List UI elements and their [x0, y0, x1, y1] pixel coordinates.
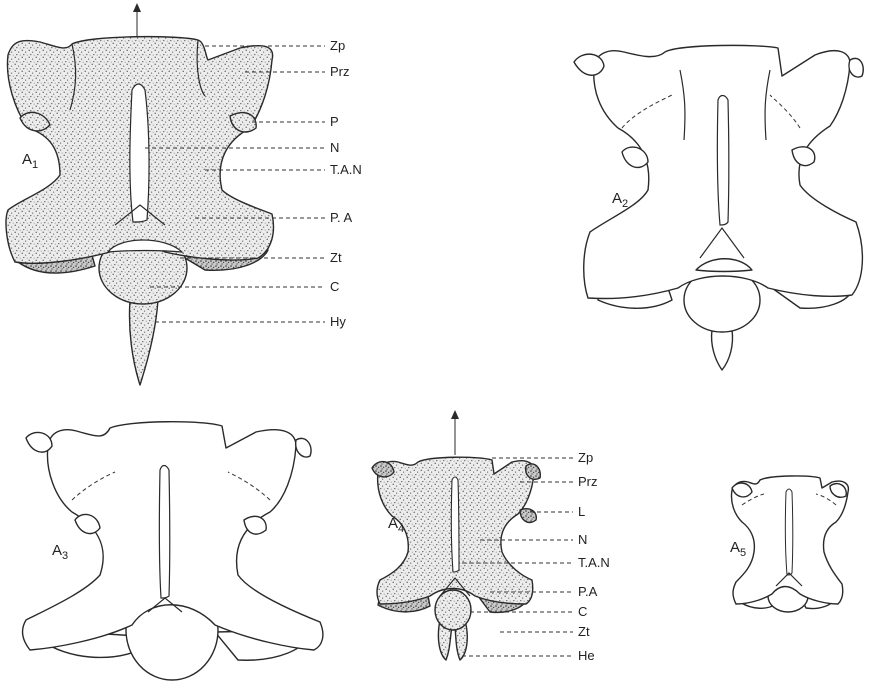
label-c-a4: C: [578, 604, 587, 619]
hypapophysis-a1: [129, 300, 158, 385]
neural-spine-a5: [785, 489, 792, 575]
prezyg-left-a3: [26, 432, 52, 452]
arrowhead-a4: [451, 410, 459, 419]
prezyg-right-a3: [296, 438, 311, 457]
hypapophysis-a2: [712, 330, 733, 370]
label-l-a4: L: [578, 504, 585, 519]
label-tan-a1: T.A.N: [330, 162, 362, 177]
label-zp-a4: Zp: [578, 450, 593, 465]
panel-a5: A5: [730, 476, 848, 612]
paradiapophysis-right-a3: [244, 516, 266, 534]
panel-label-a5: A5: [730, 539, 746, 559]
neural-spine-a4: [451, 477, 459, 572]
label-hy-a1: Hy: [330, 314, 346, 329]
label-c-a1: C: [330, 279, 339, 294]
label-prz-a4: Prz: [578, 474, 598, 489]
label-zp-a1: Zp: [330, 38, 345, 53]
neural-spine-a1: [130, 84, 149, 222]
label-tan-a4: T.A.N: [578, 555, 610, 570]
panel-label-a2: A2: [612, 190, 628, 210]
label-zt-a4: Zt: [578, 624, 590, 639]
panel-a3: A3: [23, 422, 323, 680]
label-he-a4: He: [578, 648, 595, 663]
neural-spine-a3: [159, 466, 169, 599]
panel-a1: A1 Zp Prz P N T.A.N P. A Zt C Hy: [6, 3, 362, 385]
panel-a2: A2: [574, 45, 863, 370]
panel-label-a1: A1: [22, 151, 38, 171]
label-n-a1: N: [330, 140, 339, 155]
label-zt-a1: Zt: [330, 250, 342, 265]
label-n-a4: N: [578, 532, 587, 547]
neural-spine-a2: [717, 96, 728, 226]
label-p-a1: P: [330, 114, 339, 129]
prezyg-right-a2: [849, 58, 863, 77]
lateral-process-a4: [520, 509, 536, 523]
label-prz-a1: Prz: [330, 64, 350, 79]
panel-label-a3: A3: [52, 542, 68, 562]
prezyg-left-a2: [574, 54, 604, 75]
label-pa-a4: P.A: [578, 584, 598, 599]
label-pa-a1: P. A: [330, 210, 353, 225]
prezyg-left-a4: [372, 462, 394, 477]
arrowhead-a1: [133, 3, 141, 12]
panel-a4: A4 Zp Prz L N T.A.N P.A C Zt He: [372, 410, 610, 663]
